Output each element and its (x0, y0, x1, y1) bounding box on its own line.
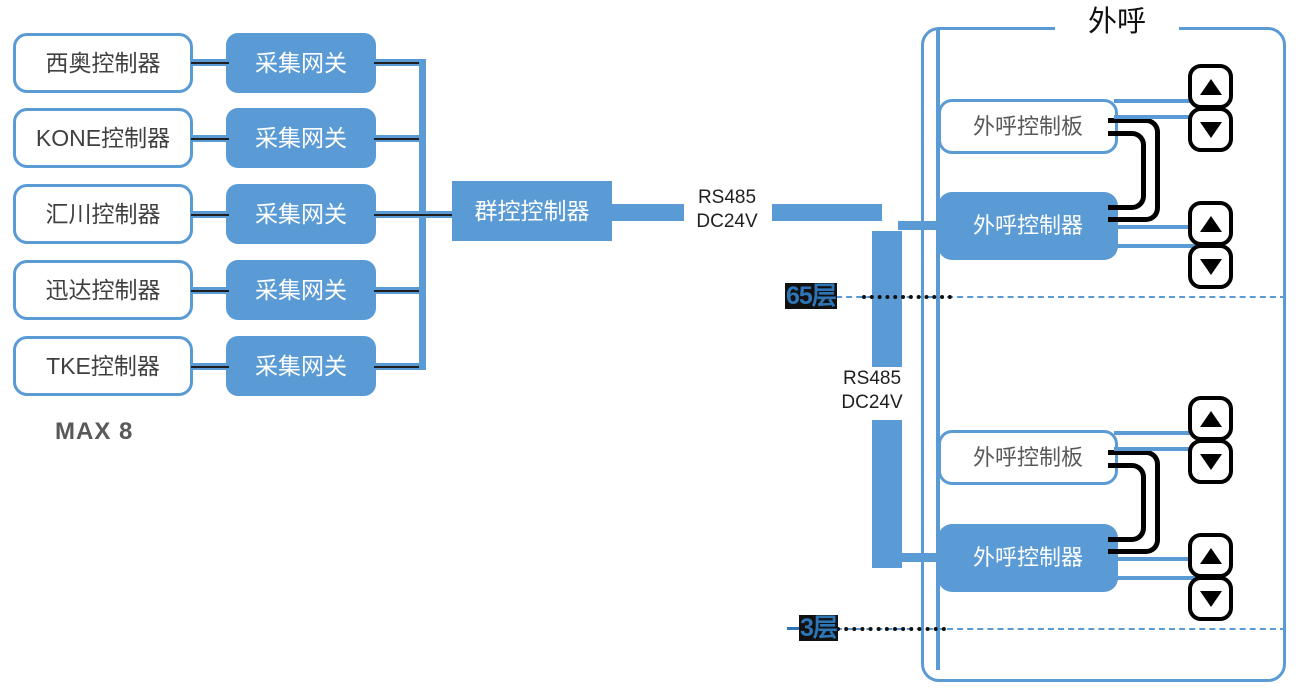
board-to-button-link-1b (1114, 115, 1219, 119)
link-bus-group-controller (419, 211, 454, 218)
controller-to-button-link-2a (1114, 557, 1219, 561)
controller-box-3[interactable]: 汇川控制器 (13, 184, 193, 244)
link-controller-gateway-3 (191, 211, 229, 218)
controller-box-5[interactable]: TKE控制器 (13, 336, 193, 396)
controller-box-2[interactable]: KONE控制器 (13, 108, 193, 168)
floor-label-3-dash (787, 627, 799, 630)
board-controller-bracket-outer-1 (1108, 118, 1160, 222)
hall-call-down-button-1[interactable] (1188, 107, 1233, 152)
floor-label-3: 3层 (799, 614, 838, 642)
board-controller-bracket-outer-2 (1108, 450, 1160, 554)
arrow-down-icon (1199, 453, 1222, 470)
board-to-button-link-2b (1114, 447, 1219, 451)
riser-bus-upper (872, 231, 902, 371)
link-gateway-bus-3 (374, 211, 426, 218)
floor-label-65: 65层 (785, 282, 837, 310)
hall-call-down-button-4[interactable] (1188, 576, 1233, 621)
trunk-bus-segment-right (772, 204, 882, 221)
controller-to-button-link-2b (1114, 576, 1219, 580)
hall-call-board-label: 外呼控制板 (972, 113, 1083, 139)
controller-label: KONE控制器 (35, 124, 171, 151)
gateway-label: 采集网关 (255, 49, 347, 76)
link-controller-gateway-4 (191, 287, 229, 294)
hall-call-up-button-2[interactable] (1188, 201, 1233, 246)
hall-call-controller-label: 外呼控制器 (972, 545, 1083, 571)
hall-call-board-1[interactable]: 外呼控制板 (938, 99, 1118, 154)
board-controller-bracket-inner-2 (1108, 463, 1146, 542)
hall-call-board-label: 外呼控制板 (972, 444, 1083, 470)
link-controller-gateway-1 (191, 59, 229, 66)
gateway-box-3[interactable]: 采集网关 (226, 184, 376, 244)
board-controller-bracket-inner-1 (1108, 131, 1146, 210)
hall-call-frame-title: 外呼 (1055, 8, 1179, 37)
link-gateway-bus-1 (374, 59, 426, 66)
arrow-down-icon (1199, 258, 1222, 275)
gateway-box-1[interactable]: 采集网关 (226, 33, 376, 93)
board-to-button-link-1a (1114, 99, 1219, 103)
controller-label: TKE控制器 (46, 352, 160, 379)
controller-box-1[interactable]: 西奥控制器 (13, 33, 193, 93)
hall-call-board-2[interactable]: 外呼控制板 (938, 430, 1118, 485)
riser-bus-lower (872, 420, 902, 568)
hall-call-down-button-3[interactable] (1188, 439, 1233, 484)
link-controller-gateway-2 (191, 135, 229, 142)
gateway-box-4[interactable]: 采集网关 (226, 260, 376, 320)
link-gateway-bus-5 (374, 363, 426, 370)
floor-line-3-dots (836, 627, 946, 631)
panel-inner-rail (936, 30, 940, 670)
arrow-up-icon (1199, 547, 1222, 564)
link-gateway-bus-2 (374, 135, 426, 142)
controller-label: 汇川控制器 (45, 200, 161, 227)
controller-box-4[interactable]: 迅达控制器 (13, 260, 193, 320)
arrow-down-icon (1199, 121, 1222, 138)
gateway-label: 采集网关 (255, 124, 347, 151)
group-controller-box[interactable]: 群控控制器 (452, 181, 612, 241)
gateway-label: 采集网关 (255, 352, 347, 379)
floor-line-65 (826, 296, 1286, 298)
arrow-up-icon (1199, 410, 1222, 427)
floor-line-3 (826, 628, 1286, 630)
link-controller-gateway-5 (191, 363, 229, 370)
hall-call-up-button-3[interactable] (1188, 396, 1233, 441)
gateway-box-5[interactable]: 采集网关 (226, 336, 376, 396)
gateway-label: 采集网关 (255, 200, 347, 227)
controller-to-button-link-1a (1114, 225, 1219, 229)
gateway-label: 采集网关 (255, 276, 347, 303)
board-to-button-link-2a (1114, 431, 1219, 435)
hall-call-controller-1[interactable]: 外呼控制器 (938, 192, 1118, 260)
hall-call-down-button-2[interactable] (1188, 244, 1233, 289)
gateway-box-2[interactable]: 采集网关 (226, 108, 376, 168)
max-units-note: MAX 8 (55, 418, 134, 445)
arrow-down-icon (1199, 590, 1222, 607)
controller-label: 迅达控制器 (45, 276, 161, 303)
arrow-up-icon (1199, 78, 1222, 95)
hall-call-up-button-1[interactable] (1188, 64, 1233, 109)
controller-to-button-link-1b (1114, 244, 1219, 248)
hall-call-controller-label: 外呼控制器 (972, 213, 1083, 239)
riser-bus-label: RS485 DC24V (832, 367, 912, 415)
hall-call-up-button-4[interactable] (1188, 533, 1233, 578)
floor-line-65-dots (862, 295, 952, 299)
link-gateway-bus-4 (374, 287, 426, 294)
trunk-bus-label: RS485 DC24V (687, 186, 767, 234)
controller-label: 西奥控制器 (45, 49, 161, 76)
group-controller-label: 群控控制器 (474, 197, 590, 224)
trunk-bus-segment-left (610, 204, 684, 221)
arrow-up-icon (1199, 215, 1222, 232)
hall-call-controller-2[interactable]: 外呼控制器 (938, 524, 1118, 592)
